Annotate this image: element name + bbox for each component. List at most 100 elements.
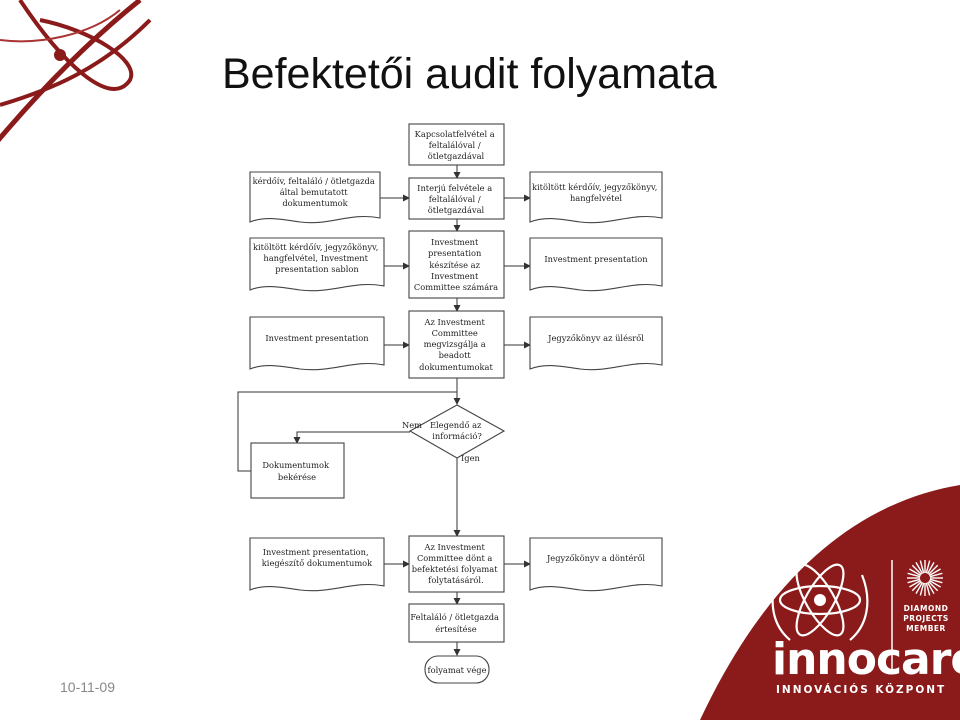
sunburst-ray: [909, 579, 922, 588]
process-box-presentation: [408, 230, 505, 299]
brand-name: innocare: [772, 634, 960, 685]
diamond-badge-icon: [907, 560, 943, 596]
doc-in1-line: által bemutatott: [280, 187, 349, 197]
atom-logo-icon: [778, 563, 862, 637]
sunburst-ray: [926, 562, 935, 575]
p3-line: presentation: [428, 248, 482, 258]
p6-line: Az Investment: [424, 542, 486, 552]
doc-in4-line: kiegészítő dokumentumok: [262, 558, 373, 568]
sunburst-ray: [919, 582, 925, 596]
document-in4: [249, 537, 385, 592]
sunburst-ray: [909, 568, 922, 577]
terminal-end: [424, 655, 490, 684]
decision-line: információ?: [432, 431, 482, 441]
doc-in1-line: kérdőív, feltaláló / ötletgazda: [253, 176, 375, 186]
corner-orbit-decoration: [0, 0, 152, 143]
svg-text:folyamat vége: folyamat vége: [428, 665, 487, 675]
sunburst-ray: [907, 572, 921, 578]
doc-in2-line: hangfelvétel, Investment: [263, 253, 368, 263]
p1-line: Kapcsolatfelvétel a: [415, 129, 495, 139]
sunburst-ray: [928, 579, 941, 588]
sunburst-ray: [915, 562, 924, 575]
svg-text:Az Investment Committee dö: Az Investment Committee dönt a befekteté…: [412, 542, 500, 585]
svg-text:Dokumentumok bekérése: Dokumentumok bekérése: [262, 460, 331, 482]
p6-line: Committee dönt a: [417, 553, 492, 563]
p2-line: feltalálóval /: [429, 194, 481, 204]
doc-in2-line: presentation sablon: [275, 264, 359, 274]
sunburst-ray: [929, 572, 943, 578]
document-out1: [529, 171, 663, 224]
sunburst-ray: [928, 581, 939, 592]
svg-text:Az Investment Committee: Az Investment Committee megvizsgálja a b…: [419, 317, 493, 372]
p3-line: Investment: [431, 237, 479, 247]
sunburst-ray: [907, 578, 921, 584]
svg-text:Investment presentation, k: Investment presentation, kiegészítő doku…: [262, 547, 373, 568]
process-box-contact: [408, 123, 505, 166]
p7-line: értesítése: [435, 624, 477, 634]
doc-in2-line: kitöltött kérdőív, jegyzőkönyv,: [253, 242, 378, 252]
p3-line: Investment: [431, 271, 479, 281]
svg-text:Investment presentation: Investment presentation: [544, 254, 648, 264]
doc-out1-line: hangfelvétel: [570, 193, 622, 203]
p1-line: feltalálóval /: [429, 140, 481, 150]
p4-line: Committee: [432, 328, 478, 338]
hands-icon: [771, 574, 869, 641]
p2-line: Interjú felvétele a: [417, 183, 492, 193]
svg-text:Investment presentation: Investment presentation: [265, 333, 369, 343]
sunburst-ray: [915, 581, 924, 594]
svg-text:Jegyzőkönyv az ülésről: Jegyzőkönyv az ülésről: [547, 333, 644, 343]
badge-text: DIAMOND PROJECTS MEMBER: [903, 604, 949, 634]
slide-date: 10-11-09: [60, 679, 116, 695]
p6-line: befektetési folyamat: [412, 564, 498, 574]
sunburst-ray: [911, 581, 922, 592]
badge-line: MEMBER: [906, 624, 946, 633]
p4-line: dokumentumokat: [419, 362, 493, 372]
sunburst-ray: [925, 560, 931, 574]
process-box-review: [408, 310, 505, 379]
process-box-notify: [408, 603, 505, 643]
p6-line: folytatásáról.: [428, 575, 483, 585]
document-out3: [529, 316, 663, 371]
doc-out1-line: kitöltött kérdőív, jegyzőkönyv,: [532, 182, 657, 192]
svg-text:kérdőív, feltaláló / ötletgazd: kérdőív, feltaláló / ötletgazda által be…: [253, 176, 378, 208]
document-out4: [529, 537, 663, 592]
badge-line: PROJECTS: [903, 614, 949, 623]
svg-text:Feltaláló / ötletgazda ért: Feltaláló / ötletgazda értesítése: [410, 612, 501, 634]
sunburst-ray: [929, 578, 943, 584]
sunburst-ray: [928, 564, 939, 575]
p5-line: bekérése: [278, 472, 316, 482]
sunburst-ray: [928, 568, 941, 577]
sunburst-ray: [911, 564, 922, 575]
process-box-interview: [408, 177, 505, 220]
svg-text:kitöltött kérdőív, jegyzőkönyv: kitöltött kérdőív, jegyzőkönyv, hangfelv…: [253, 242, 381, 274]
doc-in1-line: dokumentumok: [282, 198, 348, 208]
slide-title: Befektetői audit folyamata: [222, 50, 717, 98]
p1-line: ötletgazdával: [428, 151, 485, 161]
svg-text:Jegyzőkönyv a döntéről: Jegyzőkönyv a döntéről: [546, 553, 645, 563]
doc-in3-line: Investment presentation: [265, 333, 369, 343]
brand-tagline: INNOVÁCIÓS KÖZPONT: [776, 684, 947, 696]
document-in3: [249, 316, 385, 371]
process-box-decision: [408, 535, 505, 593]
decision-line: Elegendő az: [430, 420, 482, 430]
doc-out2-line: Investment presentation: [544, 254, 648, 264]
p3-line: Committee számára: [414, 282, 498, 292]
document-in1: [249, 171, 381, 224]
process-box-request-docs: [250, 442, 345, 499]
decision-diamond: [408, 404, 506, 459]
sunburst-ray: [925, 582, 931, 596]
badge-line: DIAMOND: [903, 604, 949, 613]
end-label: folyamat vége: [428, 665, 487, 675]
sunburst-ray: [919, 560, 925, 574]
p7-line: Feltaláló / ötletgazda: [410, 612, 499, 622]
p5-line: Dokumentumok: [262, 460, 330, 470]
svg-text:kitöltött kérdőív, jegyzőkönyv: kitöltött kérdőív, jegyzőkönyv, hangfelv…: [532, 182, 660, 203]
p4-line: beadott: [439, 350, 472, 360]
document-in2: [249, 237, 385, 292]
sunburst-ray: [926, 581, 935, 594]
document-out2: [529, 237, 663, 292]
doc-in4-line: Investment presentation,: [263, 547, 369, 557]
svg-text:Investment presentation: Investment presentation készítése az Inv…: [414, 237, 498, 292]
